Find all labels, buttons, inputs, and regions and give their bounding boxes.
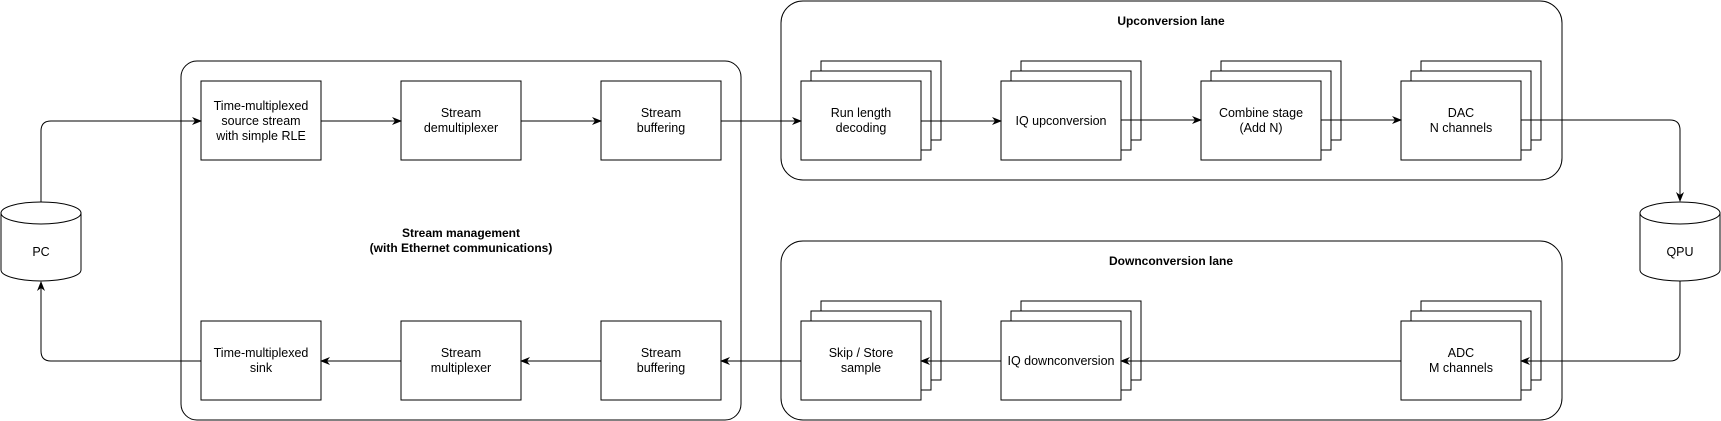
- stream-buffering-down-node: Stream buffering: [600, 320, 722, 401]
- svg-text:sample: sample: [841, 361, 881, 375]
- qpu-label: QPU: [1666, 245, 1693, 259]
- svg-text:Run length: Run length: [831, 106, 892, 120]
- dac-node: DAC N channels: [1400, 60, 1542, 161]
- iq-upconversion-node: IQ upconversion: [1000, 60, 1142, 161]
- svg-text:buffering: buffering: [637, 361, 685, 375]
- edge-pc-to-source-stream: [40, 117, 202, 202]
- svg-text:Stream: Stream: [441, 346, 481, 360]
- source-stream-node: Time-multiplexed source stream with simp…: [200, 80, 322, 161]
- svg-text:buffering: buffering: [637, 121, 685, 135]
- svg-text:M channels: M channels: [1429, 361, 1493, 375]
- run-length-decoding-node: Run length decoding: [800, 60, 942, 161]
- pc-label: PC: [32, 245, 49, 259]
- combine-stage-node: Combine stage (Add N): [1200, 60, 1342, 161]
- svg-text:Stream: Stream: [441, 106, 481, 120]
- svg-text:with simple RLE: with simple RLE: [215, 129, 306, 143]
- edge-sink-to-pc: [37, 281, 201, 362]
- downconversion-lane-title: Downconversion lane: [1109, 254, 1233, 268]
- stream-management-title: Stream management: [402, 226, 520, 240]
- stream-management-subtitle: (with Ethernet communications): [370, 241, 553, 255]
- downconversion-lane-container: Downconversion lane: [780, 240, 1563, 421]
- adc-node: ADC M channels: [1400, 300, 1542, 401]
- stream-management-container: Stream management (with Ethernet communi…: [180, 60, 742, 421]
- upconversion-lane-container: Upconversion lane: [780, 0, 1563, 181]
- edge-qpu-to-adc: [1520, 281, 1681, 365]
- qpu-storage-node: QPU: [1639, 201, 1721, 282]
- pc-storage-node: PC: [0, 201, 82, 282]
- svg-text:(Add N): (Add N): [1239, 121, 1282, 135]
- svg-text:multiplexer: multiplexer: [431, 361, 491, 375]
- skip-store-sample-node: Skip / Store sample: [800, 300, 942, 401]
- upconversion-lane-title: Upconversion lane: [1117, 14, 1225, 28]
- svg-text:IQ upconversion: IQ upconversion: [1015, 114, 1106, 128]
- edges: [37, 116, 1684, 365]
- svg-text:DAC: DAC: [1448, 106, 1474, 120]
- iq-downconversion-node: IQ downconversion: [1000, 300, 1142, 401]
- time-multiplexed-sink-node: Time-multiplexed sink: [200, 320, 322, 401]
- stream-buffering-up-node: Stream buffering: [600, 80, 722, 161]
- svg-text:ADC: ADC: [1448, 346, 1474, 360]
- svg-text:sink: sink: [250, 361, 273, 375]
- svg-text:N channels: N channels: [1430, 121, 1493, 135]
- svg-text:demultiplexer: demultiplexer: [424, 121, 498, 135]
- svg-text:Stream: Stream: [641, 346, 681, 360]
- svg-text:Time-multiplexed: Time-multiplexed: [214, 99, 309, 113]
- svg-text:decoding: decoding: [836, 121, 887, 135]
- edge-dac-to-qpu: [1521, 119, 1684, 202]
- stream-demultiplexer-node: Stream demultiplexer: [400, 80, 522, 161]
- svg-text:Skip / Store: Skip / Store: [829, 346, 894, 360]
- svg-text:Stream: Stream: [641, 106, 681, 120]
- svg-text:IQ downconversion: IQ downconversion: [1007, 354, 1114, 368]
- stream-multiplexer-node: Stream multiplexer: [400, 320, 522, 401]
- svg-text:Time-multiplexed: Time-multiplexed: [214, 346, 309, 360]
- svg-text:source stream: source stream: [221, 114, 300, 128]
- svg-text:Combine stage: Combine stage: [1219, 106, 1303, 120]
